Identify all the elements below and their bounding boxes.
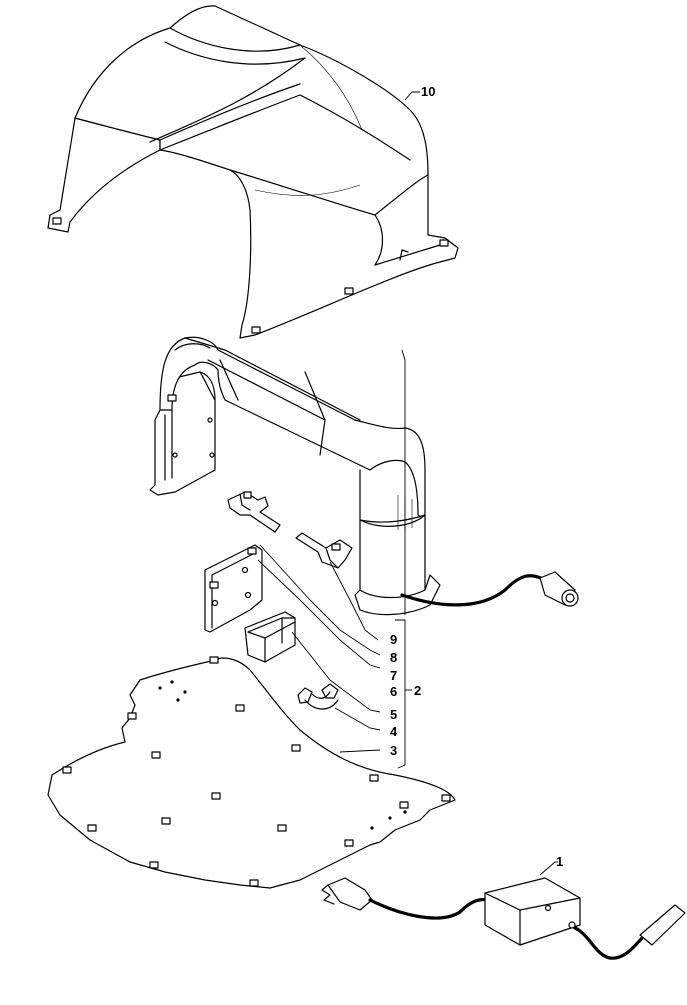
callout-7: 7 bbox=[390, 668, 397, 683]
callout-8: 8 bbox=[390, 650, 397, 665]
top-cover-part-10 bbox=[47, 5, 459, 339]
callout-10: 10 bbox=[421, 84, 435, 99]
leader-lines bbox=[257, 91, 558, 876]
callout-1: 1 bbox=[556, 854, 563, 869]
callout-5: 5 bbox=[390, 707, 397, 722]
callout-3: 3 bbox=[390, 743, 397, 758]
callout-2: 2 bbox=[414, 683, 421, 698]
switch-part-7 bbox=[227, 491, 281, 533]
wire-connector-part-4 bbox=[297, 683, 339, 710]
callout-9: 9 bbox=[390, 632, 397, 647]
callout-4: 4 bbox=[390, 724, 398, 739]
callout-labels: 10 9 8 7 6 2 5 4 3 1 bbox=[390, 84, 563, 869]
frame-cable-connector bbox=[400, 571, 579, 607]
switch-part-8 bbox=[295, 532, 353, 569]
callout-6: 6 bbox=[390, 684, 397, 699]
handle-frame-assembly bbox=[149, 336, 441, 616]
control-module-part-5 bbox=[244, 611, 296, 663]
charger-part-1 bbox=[321, 877, 686, 960]
base-plate-part-3 bbox=[47, 656, 456, 889]
circuit-board-part-6 bbox=[204, 544, 263, 633]
